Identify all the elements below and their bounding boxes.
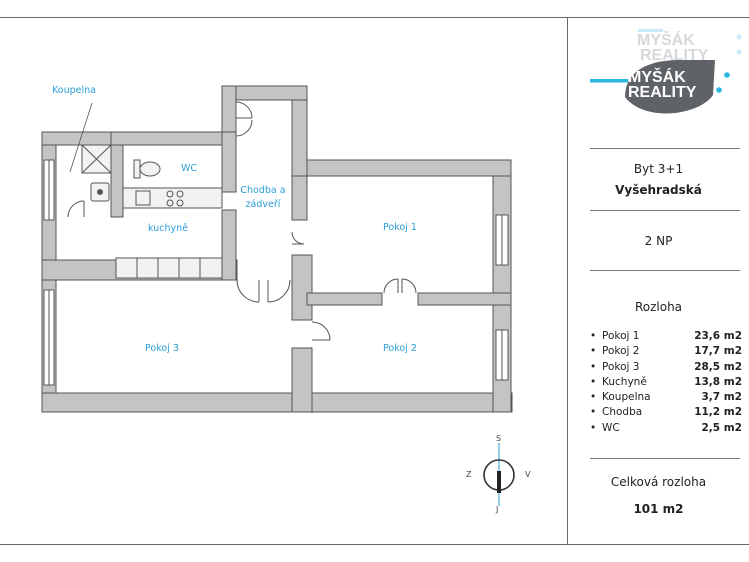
door-hall-room1 bbox=[291, 231, 305, 245]
wall-wc-top bbox=[110, 131, 237, 146]
area-heading: Rozloha bbox=[634, 300, 683, 314]
total-area-label: Celková rozloha bbox=[610, 475, 707, 489]
wc-bowl bbox=[139, 161, 161, 177]
compass-east: V bbox=[525, 470, 531, 479]
label-hall-line2: zádveří bbox=[245, 199, 281, 210]
wall-hall-right-lower bbox=[291, 175, 308, 221]
logo-accent-bar bbox=[590, 79, 628, 83]
door-hall-room3 bbox=[236, 279, 260, 303]
info-divider-1 bbox=[590, 148, 740, 149]
logo-line1: MYŠÁK bbox=[628, 67, 686, 86]
floor-number: 2 NP bbox=[644, 234, 673, 248]
street-name: Vyšehradská bbox=[615, 183, 702, 197]
flat-type: Byt 3+1 bbox=[633, 162, 684, 176]
wall-bottom-outer bbox=[41, 392, 513, 413]
label-wc: WC bbox=[180, 163, 198, 174]
frame-divider bbox=[567, 17, 568, 545]
wall-room1-room2-left bbox=[306, 292, 383, 306]
logo: MYŠÁK REALITY MYŠÁK REALITY bbox=[590, 29, 742, 114]
label-room1: Pokoj 1 bbox=[383, 222, 417, 233]
wall-wc-right bbox=[221, 131, 237, 193]
compass-south: J bbox=[496, 505, 499, 514]
wall-middle-lower bbox=[291, 347, 313, 413]
wall-middle-upper bbox=[291, 254, 313, 321]
wc-tank bbox=[133, 159, 141, 179]
frame-bottom-line bbox=[0, 544, 749, 545]
compass bbox=[483, 443, 515, 506]
logo-ghost-line2: REALITY bbox=[640, 47, 709, 64]
kitchen-lower-cabinets bbox=[115, 257, 223, 279]
frame-top-line bbox=[0, 17, 749, 18]
compass-north: S bbox=[496, 434, 502, 443]
kitchen-sink bbox=[135, 190, 151, 206]
door-room1-room2 bbox=[383, 278, 399, 294]
door-entrance-upper bbox=[235, 101, 253, 119]
total-area-value: 101 m2 bbox=[633, 502, 684, 516]
wall-hall-left-top bbox=[221, 85, 237, 137]
compass-west: Z bbox=[466, 470, 472, 479]
logo-line2: REALITY bbox=[628, 84, 697, 101]
info-divider-4 bbox=[590, 458, 740, 459]
info-divider-2 bbox=[590, 210, 740, 211]
floor-plan bbox=[41, 85, 515, 506]
wall-hall-left-bottom bbox=[221, 209, 237, 281]
label-hall-line1: Chodba a bbox=[240, 185, 286, 196]
logo-ghost-line1: MYŠÁK bbox=[637, 30, 695, 49]
wall-room1-room2-right bbox=[417, 292, 512, 306]
info-divider-3 bbox=[590, 270, 740, 271]
label-kitchen: kuchyně bbox=[148, 223, 188, 234]
label-room2: Pokoj 2 bbox=[383, 343, 417, 354]
door-room2 bbox=[311, 321, 331, 341]
logo-drop-shape bbox=[625, 60, 715, 114]
wall-top-room1 bbox=[302, 159, 512, 177]
label-bathroom: Koupelna bbox=[52, 85, 96, 96]
label-room3: Pokoj 3 bbox=[145, 343, 179, 354]
bathroom-leader-line bbox=[69, 102, 93, 173]
